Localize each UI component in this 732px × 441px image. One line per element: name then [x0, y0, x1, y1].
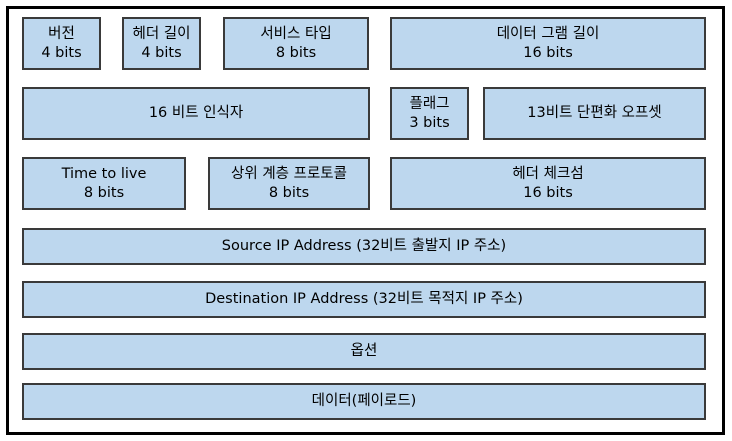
field-source-ip: Source IP Address (32비트 출발지 IP 주소): [22, 228, 706, 265]
field-identifier-name: 16 비트 인식자: [148, 105, 244, 121]
field-source-ip-name: Source IP Address (32비트 출발지 IP 주소): [221, 238, 507, 254]
field-datagram-length: 데이터 그램 길이 16 bits: [390, 17, 706, 70]
field-payload-name: 데이터(페이로드): [311, 393, 417, 409]
field-protocol-name: 상위 계층 프로토콜: [231, 165, 347, 182]
field-destination-ip-name: Destination IP Address (32비트 목적지 IP 주소): [205, 291, 523, 307]
field-ttl-name: Time to live: [61, 165, 147, 182]
field-flags: 플래그 3 bits: [390, 87, 469, 140]
field-identifier: 16 비트 인식자: [22, 87, 370, 140]
field-options: 옵션: [22, 333, 706, 370]
field-version: 버전 4 bits: [22, 17, 101, 70]
field-version-name: 버전: [48, 25, 75, 42]
field-fragment-offset-name: 13비트 단편화 오프셋: [527, 105, 662, 121]
ip-header-diagram-frame: [6, 6, 725, 435]
field-flags-size: 3 bits: [409, 114, 450, 131]
field-protocol-size: 8 bits: [268, 184, 310, 201]
field-datagram-length-size: 16 bits: [523, 44, 573, 61]
field-ttl: Time to live 8 bits: [22, 157, 186, 210]
field-service-type-size: 8 bits: [275, 44, 317, 61]
field-header-length: 헤더 길이 4 bits: [122, 17, 201, 70]
field-header-length-name: 헤더 길이: [132, 25, 191, 42]
field-protocol: 상위 계층 프로토콜 8 bits: [208, 157, 370, 210]
field-checksum: 헤더 체크섬 16 bits: [390, 157, 706, 210]
field-payload: 데이터(페이로드): [22, 383, 706, 420]
field-datagram-length-name: 데이터 그램 길이: [496, 25, 600, 42]
field-checksum-size: 16 bits: [523, 184, 573, 201]
field-header-length-size: 4 bits: [141, 44, 182, 61]
field-version-size: 4 bits: [41, 44, 82, 61]
field-service-type: 서비스 타입 8 bits: [223, 17, 369, 70]
field-fragment-offset: 13비트 단편화 오프셋: [483, 87, 706, 140]
field-destination-ip: Destination IP Address (32비트 목적지 IP 주소): [22, 281, 706, 318]
field-flags-name: 플래그: [409, 95, 450, 112]
field-options-name: 옵션: [350, 343, 378, 359]
field-service-type-name: 서비스 타입: [260, 25, 332, 42]
field-ttl-size: 8 bits: [83, 184, 125, 201]
field-checksum-name: 헤더 체크섬: [512, 165, 584, 182]
